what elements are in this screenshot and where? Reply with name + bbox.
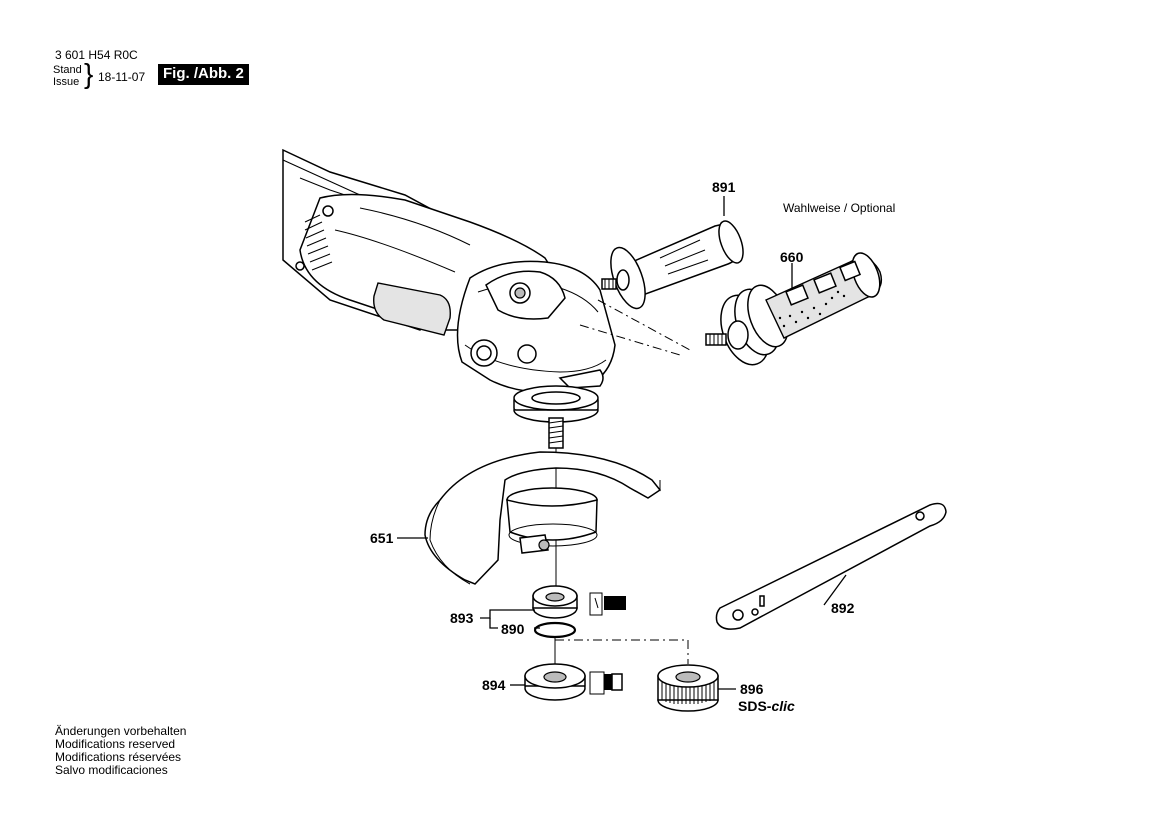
part-number-660: 660 <box>780 249 804 265</box>
vent-slots <box>304 214 333 271</box>
footer-note-en: Modifications reserved <box>55 737 176 751</box>
stand-issue-label: Stand Issue <box>53 64 82 88</box>
auxiliary-handle-891 <box>601 220 744 310</box>
two-pin-spanner-892 <box>715 502 947 630</box>
angle-grinder <box>282 148 616 449</box>
leader-lines <box>397 196 847 690</box>
handle-assembly-dashline <box>579 299 691 356</box>
sds-clic-label: SDS-clic <box>738 698 795 714</box>
part-number-891: 891 <box>712 179 736 195</box>
footer-note-es: Salvo modificaciones <box>55 763 168 777</box>
figure-label: Fig. /Abb. 2 <box>158 64 249 85</box>
footer-note-de: Änderungen vorbehalten <box>55 724 187 738</box>
document-number: 3 601 H54 R0C <box>55 48 138 62</box>
nut-symbol-894 <box>589 671 623 695</box>
o-ring-890 <box>533 621 577 639</box>
footer-note-fr: Modifications réservées <box>55 750 182 764</box>
auxiliary-handle-660 <box>705 252 883 366</box>
part-number-890: 890 <box>501 621 525 637</box>
stand-label: Stand <box>53 64 82 76</box>
clamping-nut-894 <box>524 663 586 701</box>
part-number-894: 894 <box>482 677 506 693</box>
part-number-893: 893 <box>450 610 474 626</box>
issue-date: 18-11-07 <box>98 70 146 84</box>
quick-clamping-nut-896 <box>657 664 719 712</box>
sds-prefix: SDS- <box>738 698 772 714</box>
brace-icon: } <box>84 58 94 89</box>
part-number-896: 896 <box>740 681 764 697</box>
optional-note: Wahlweise / Optional <box>783 201 895 215</box>
clic-script: clic <box>771 698 795 714</box>
flange-symbol-893 <box>589 592 626 616</box>
protective-guard-651 <box>424 451 662 585</box>
part-number-651: 651 <box>370 530 394 546</box>
alternative-nut-dashline <box>555 639 689 664</box>
issue-label: Issue <box>53 76 80 88</box>
mounting-flange-893 <box>532 585 578 619</box>
part-number-892: 892 <box>831 600 855 616</box>
grip-dots <box>778 260 862 328</box>
footer-notes: Änderungen vorbehalten Modifications res… <box>55 725 186 777</box>
